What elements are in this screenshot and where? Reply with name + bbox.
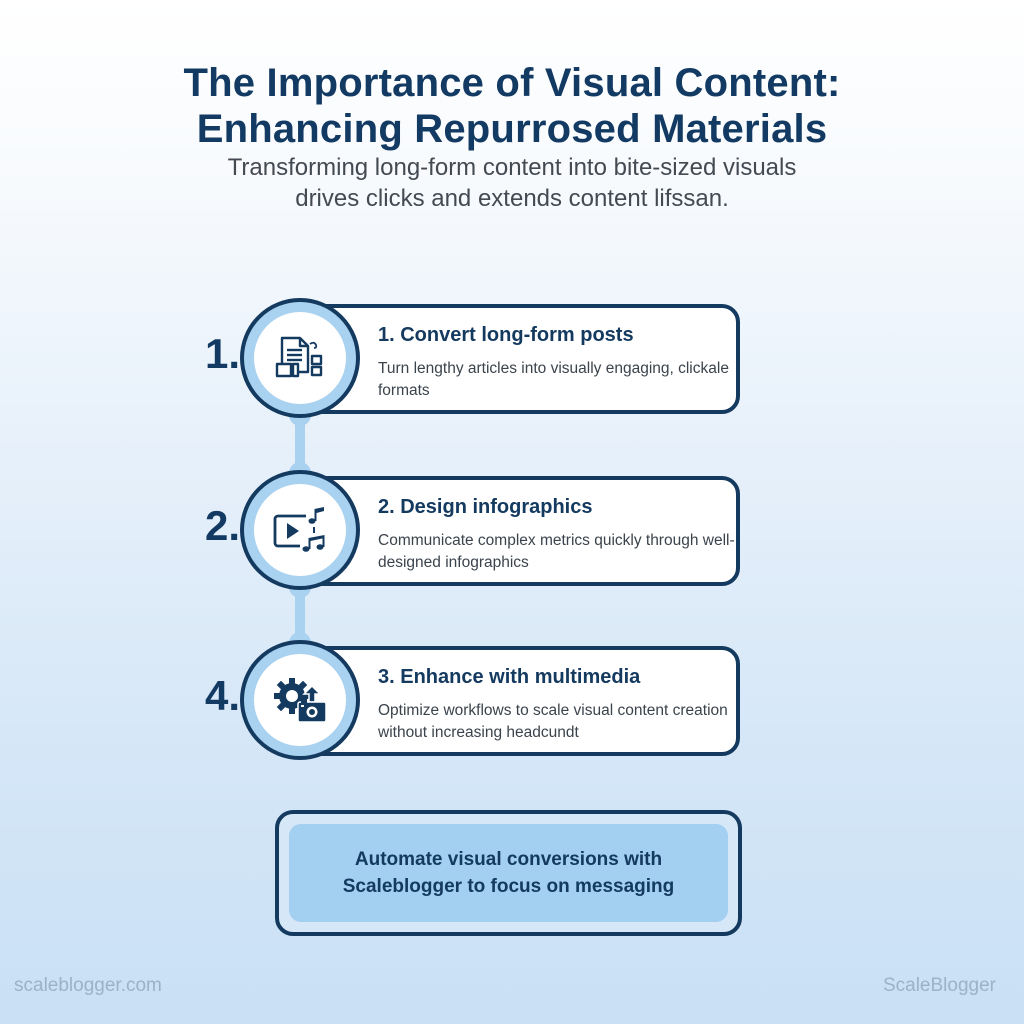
step-description: Optimize workflows to scale visual conte… — [378, 702, 728, 741]
step-title: 3. Enhance with multimedia — [378, 666, 641, 688]
step-icon-ring — [240, 640, 360, 760]
video-music-icon — [273, 507, 325, 552]
cta-text: Automate visual conversions with Scalebl… — [289, 846, 728, 900]
step-card: 3. Enhance with multimedia Optimize work… — [294, 646, 740, 756]
gear-camera-upload-icon — [274, 678, 327, 723]
step-icon-ring — [240, 298, 360, 418]
step-connector — [295, 412, 305, 480]
cta-line-2: Scaleblogger to focus on messaging — [342, 876, 675, 897]
page-title: The Importance of Visual Content: Enhanc… — [0, 60, 1024, 152]
step-description: Communicate complex metrics quickly thro… — [378, 532, 735, 571]
step-icon-ring — [240, 470, 360, 590]
cta-line-1: Automate visual conversions with — [354, 849, 663, 870]
step-item: 1. 1. Convert long-form posts Turn lengt… — [190, 298, 750, 418]
title-line-2: Enhancing Repurrosed Materials — [196, 107, 828, 151]
page-subtitle: Transforming long-form content into bite… — [0, 152, 1024, 214]
step-item: 4. 3. Enhance with multimedia Optimize w… — [190, 640, 750, 760]
step-item: 2. 2. Design infographics Communicate co… — [190, 470, 750, 590]
step-title: 2. Design infographics — [378, 496, 593, 518]
title-line-1: The Importance of Visual Content: — [183, 61, 841, 105]
step-title: 1. Convert long-form posts — [378, 324, 634, 346]
subtitle-line-1: Transforming long-form content into bite… — [227, 154, 797, 181]
footer-website: scaleblogger.com — [14, 975, 162, 996]
step-connector — [295, 584, 305, 650]
step-number-badge: 2. — [204, 502, 240, 549]
subtitle-line-2: drives clicks and extends content lifssa… — [295, 185, 729, 212]
step-description: Turn lengthy articles into visually enga… — [378, 360, 729, 399]
step-number-badge: 4. — [204, 672, 240, 719]
cta-banner: Automate visual conversions with Scalebl… — [275, 810, 742, 936]
step-number-badge: 1. — [204, 330, 240, 377]
footer-brand: ScaleBlogger — [882, 975, 996, 996]
document-repurpose-icon — [275, 336, 323, 378]
step-card: 1. Convert long-form posts Turn lengthy … — [294, 304, 740, 414]
step-card: 2. Design infographics Communicate compl… — [294, 476, 740, 586]
